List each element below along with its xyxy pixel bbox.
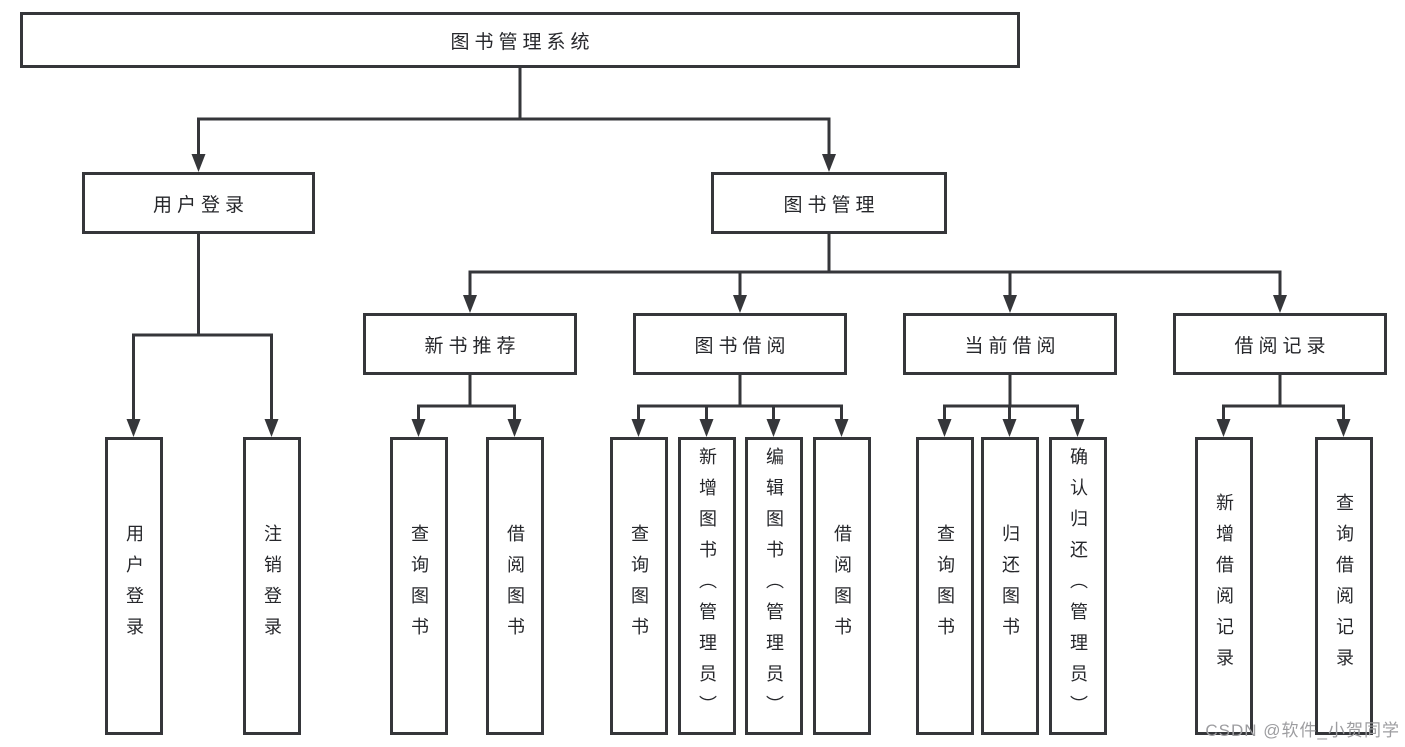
node-book-borrowing: 图书借阅 bbox=[633, 313, 847, 375]
leaf-user-login: 用户登录 bbox=[105, 437, 163, 735]
leaf-confirm-return-admin: 确认归还（管理员） bbox=[1049, 437, 1107, 735]
node-label: 借阅图书 bbox=[505, 524, 525, 648]
node-label: 用户登录 bbox=[152, 194, 249, 216]
node-label: 查询图书 bbox=[409, 524, 429, 648]
leaf-query-books-1: 查询图书 bbox=[390, 437, 448, 735]
node-label: 新增借阅记录 bbox=[1214, 493, 1234, 679]
node-label: 图书管理 bbox=[783, 194, 880, 216]
leaf-query-books-3: 查询图书 bbox=[916, 437, 974, 735]
node-label: 新书推荐 bbox=[424, 335, 521, 357]
node-label: 当前借阅 bbox=[964, 335, 1061, 357]
leaf-query-borrow-record: 查询借阅记录 bbox=[1315, 437, 1373, 735]
node-label: 图书管理系统 bbox=[450, 31, 595, 53]
leaf-query-books-2: 查询图书 bbox=[610, 437, 668, 735]
leaf-logout: 注销登录 bbox=[243, 437, 301, 735]
csdn-watermark: CSDN @软件_小贺同学 bbox=[1205, 721, 1400, 740]
leaf-return-books: 归还图书 bbox=[981, 437, 1039, 735]
node-label: 查询图书 bbox=[629, 524, 649, 648]
node-library-management-system: 图书管理系统 bbox=[20, 12, 1020, 68]
node-label: 新增图书（管理员） bbox=[697, 446, 717, 726]
leaf-borrow-books-1: 借阅图书 bbox=[486, 437, 544, 735]
node-label: 用户登录 bbox=[124, 524, 144, 648]
node-label: 借阅图书 bbox=[832, 524, 852, 648]
node-book-management: 图书管理 bbox=[711, 172, 947, 234]
leaf-edit-books-admin: 编辑图书（管理员） bbox=[745, 437, 803, 735]
node-label: 查询图书 bbox=[935, 524, 955, 648]
node-current-borrowing: 当前借阅 bbox=[903, 313, 1117, 375]
node-label: 归还图书 bbox=[1000, 524, 1020, 648]
node-label: 借阅记录 bbox=[1234, 335, 1331, 357]
node-new-book-recommendation: 新书推荐 bbox=[363, 313, 577, 375]
node-user-login: 用户登录 bbox=[82, 172, 315, 234]
leaf-add-books-admin: 新增图书（管理员） bbox=[678, 437, 736, 735]
node-label: 编辑图书（管理员） bbox=[764, 446, 784, 726]
node-label: 注销登录 bbox=[262, 524, 282, 648]
node-borrowing-records: 借阅记录 bbox=[1173, 313, 1387, 375]
node-label: 确认归还（管理员） bbox=[1068, 446, 1088, 726]
leaf-add-borrow-record: 新增借阅记录 bbox=[1195, 437, 1253, 735]
leaf-borrow-books-2: 借阅图书 bbox=[813, 437, 871, 735]
node-label: 查询借阅记录 bbox=[1334, 493, 1354, 679]
node-label: 图书借阅 bbox=[694, 335, 791, 357]
